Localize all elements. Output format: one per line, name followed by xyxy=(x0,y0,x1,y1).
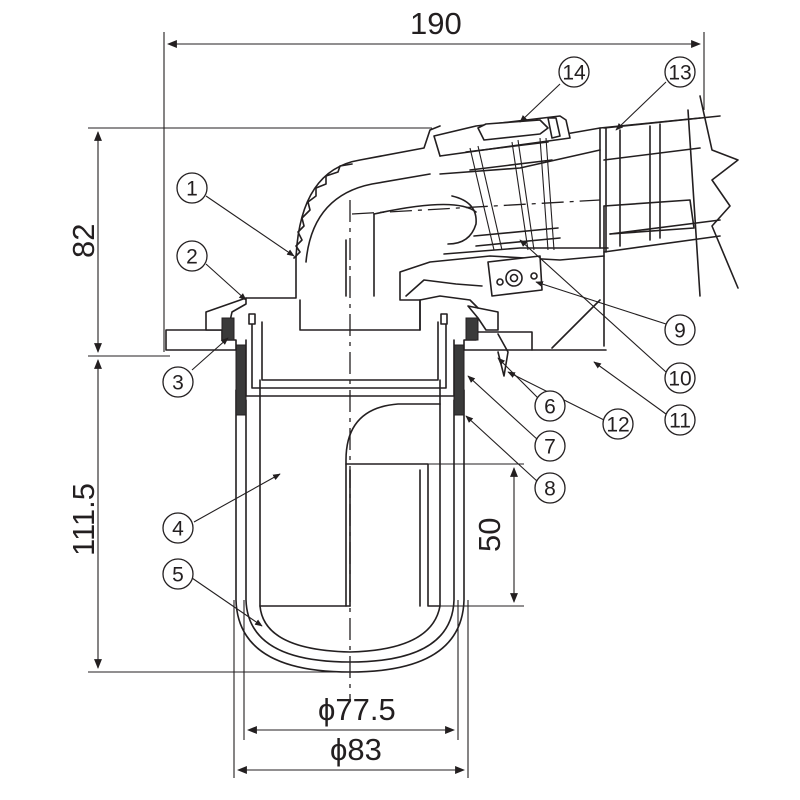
svg-text:4: 4 xyxy=(172,518,184,541)
callout-14: 14 xyxy=(558,56,590,88)
dimension-82-label: 82 xyxy=(66,224,101,258)
callout-1: 1 xyxy=(176,172,208,204)
callout-10: 10 xyxy=(664,362,696,394)
callout-2: 2 xyxy=(176,240,208,272)
svg-text:9: 9 xyxy=(674,320,686,343)
svg-text:3: 3 xyxy=(172,372,184,395)
dimension-phi-77-5-label: ϕ77.5 xyxy=(318,692,396,727)
svg-text:6: 6 xyxy=(544,396,556,419)
svg-text:7: 7 xyxy=(544,436,556,459)
hose-clamp xyxy=(433,115,571,297)
callout-leaders xyxy=(191,81,667,627)
dimension-lower-height: 111.5 xyxy=(66,359,350,673)
dimension-outer-diameter: ϕ83 xyxy=(233,600,469,778)
flange-assembly xyxy=(165,297,533,397)
callout-5: 5 xyxy=(162,558,194,590)
callout-4: 4 xyxy=(162,512,194,544)
svg-text:5: 5 xyxy=(172,564,184,587)
elbow-body xyxy=(245,125,607,351)
centerlines xyxy=(349,199,601,700)
svg-text:1: 1 xyxy=(186,178,198,201)
svg-text:8: 8 xyxy=(544,478,556,501)
inner-trap-tube xyxy=(259,379,441,653)
svg-text:10: 10 xyxy=(668,368,691,391)
svg-text:11: 11 xyxy=(669,410,691,433)
callout-13: 13 xyxy=(664,56,696,88)
callout-9: 9 xyxy=(664,314,696,346)
svg-text:2: 2 xyxy=(186,246,198,269)
dimension-upper-height: 82 xyxy=(66,127,432,357)
callout-11: 11 xyxy=(664,404,696,436)
callout-3: 3 xyxy=(162,366,194,398)
dimension-total-width: 190 xyxy=(163,6,705,352)
callout-12: 12 xyxy=(602,408,634,440)
callout-7: 7 xyxy=(534,430,566,462)
dimension-50-label: 50 xyxy=(472,518,507,552)
callout-6: 6 xyxy=(534,390,566,422)
svg-text:12: 12 xyxy=(606,414,629,437)
dimension-inner-diameter: ϕ77.5 xyxy=(243,600,459,740)
svg-text:13: 13 xyxy=(668,62,691,85)
callout-8: 8 xyxy=(534,472,566,504)
dimension-111-5-label: 111.5 xyxy=(66,483,101,556)
svg-text:14: 14 xyxy=(562,62,586,85)
dimension-190-label: 190 xyxy=(410,6,462,41)
outlet-pipe xyxy=(439,95,739,297)
dimension-trap-depth: 50 xyxy=(428,463,524,607)
dimension-phi-83-label: ϕ83 xyxy=(330,732,382,767)
